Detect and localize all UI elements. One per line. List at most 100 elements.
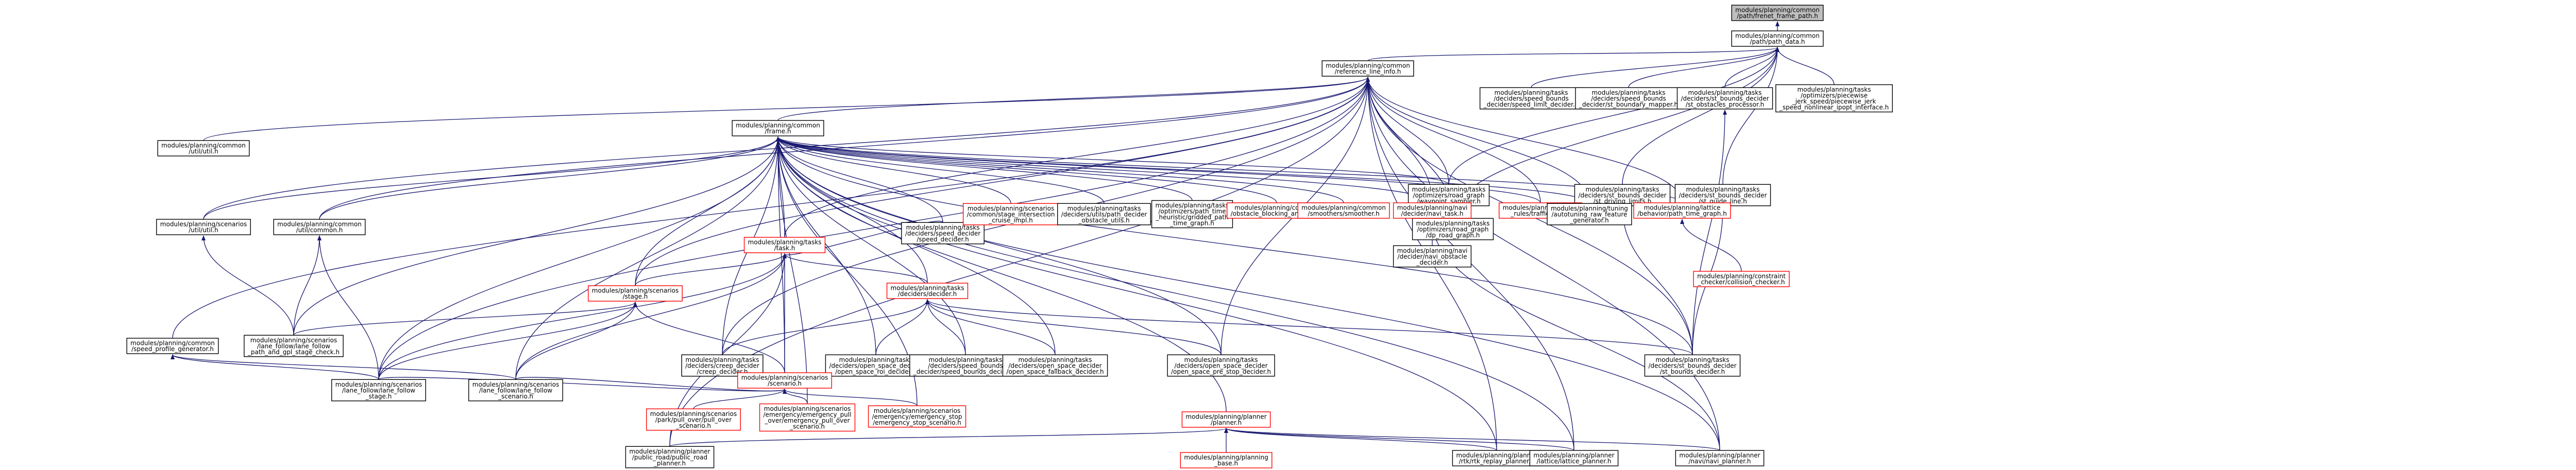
- edge-public-road-planner-to-planner: [669, 428, 1228, 447]
- node-label-line: /public_road/public_road: [632, 454, 707, 461]
- node-label-line: /deciders/open_space_decider: [1174, 362, 1267, 369]
- node-label-line: _decider/speed_limit_decider.h: [1483, 101, 1579, 108]
- node-label-line: /optimizers/road_graph: [1417, 225, 1488, 233]
- node-label-line: /emergency/emergency_pull: [764, 411, 852, 419]
- node-label-line: modules/planning/planner: [1456, 452, 1537, 459]
- file-node-lattice-path-time-graph[interactable]: modules/planning/lattice/behavior/path_t…: [1633, 202, 1731, 219]
- edge-gridded-path-time-graph-to-frame: [776, 136, 1193, 201]
- file-node-dp-road-graph[interactable]: modules/planning/tasks/optimizers/road_g…: [1412, 218, 1494, 240]
- file-node-root: modules/planning/common/path/frenet_fram…: [1731, 5, 1824, 21]
- file-node-st-obstacles-processor[interactable]: modules/planning/tasks/deciders/st_bound…: [1676, 87, 1773, 110]
- file-node-gridded-path-time-graph[interactable]: modules/planning/tasks/optimizers/path_t…: [1151, 200, 1233, 229]
- node-label-line: /behavior/path_time_graph.h: [1637, 210, 1727, 217]
- file-node-decider-utils[interactable]: modules/planning/tasks/deciders/utils/pa…: [1057, 203, 1151, 225]
- file-node-navi-obstacle-decider[interactable]: modules/planning/navi/decider/navi_obsta…: [1393, 245, 1472, 268]
- edge-st-driving-limits-to-path-data: [1622, 47, 1780, 185]
- node-label-line: modules/planning/scenarios: [592, 287, 679, 294]
- node-label-line: _scenario.h: [789, 423, 825, 430]
- node-label-line: modules/planning/common: [1735, 7, 1820, 14]
- file-node-util-common[interactable]: modules/planning/common/util/common.h: [273, 219, 366, 235]
- node-label-line: _decider/st_boundary_mapper.h: [1579, 101, 1678, 108]
- edge-lane-follow-scenario-to-task: [515, 253, 787, 380]
- file-node-public-road-planner[interactable]: modules/planning/planner/public_road/pub…: [625, 446, 715, 468]
- file-node-planning-base[interactable]: modules/planning/planning_base.h: [1180, 452, 1273, 468]
- node-label-line: modules/planning/tasks: [748, 239, 822, 246]
- file-node-reference-line-info[interactable]: modules/planning/common/reference_line_i…: [1321, 60, 1414, 77]
- node-box: [1002, 354, 1108, 377]
- file-node-st-guide-line[interactable]: modules/planning/tasks/deciders/st_bound…: [1674, 184, 1771, 206]
- file-node-speed-limit-decider[interactable]: modules/planning/tasks/deciders/speed_bo…: [1479, 87, 1583, 110]
- node-label-line: modules/planning/tasks: [839, 356, 913, 363]
- file-node-st-bounds-decider[interactable]: modules/planning/tasks/deciders/st_bound…: [1644, 354, 1741, 377]
- file-node-stage[interactable]: modules/planning/scenarios/stage.h: [588, 285, 683, 302]
- file-node-collision-checker[interactable]: modules/planning/constraint_checker/coll…: [1693, 271, 1790, 287]
- node-label-line: /planner.h: [1211, 419, 1242, 426]
- node-box: [588, 285, 683, 302]
- edge-rtk-replay-planner-to-planner: [1224, 428, 1497, 451]
- file-node-rtk-replay-planner[interactable]: modules/planning/planner/rtk/rtk_replay_…: [1452, 450, 1541, 466]
- file-node-decider[interactable]: modules/planning/tasks/deciders/decider.…: [886, 283, 969, 299]
- file-node-st-boundary-mapper[interactable]: modules/planning/tasks/deciders/speed_bo…: [1575, 87, 1682, 110]
- nodes-layer: modules/planning/common/path/frenet_fram…: [126, 5, 1893, 468]
- file-node-feature-generator[interactable]: modules/planning/tuning/autotuning_raw_f…: [1547, 203, 1632, 225]
- node-box: [1408, 184, 1490, 206]
- node-label-line: modules/planning/planner: [629, 448, 710, 455]
- node-box: [1731, 30, 1824, 47]
- edge-collision-checker-to-lattice-path-time-graph: [1680, 219, 1742, 272]
- node-label-line: modules/planning/tasks: [1067, 205, 1141, 212]
- file-node-speed-profile-generator[interactable]: modules/planning/common/speed_profile_ge…: [126, 338, 219, 354]
- node-label-line: _cruise_impl.h: [988, 217, 1033, 224]
- node-box: [1181, 411, 1271, 428]
- node-label-line: modules/planning/tasks: [1495, 89, 1568, 96]
- file-node-stage-intersection-cruise[interactable]: modules/planning/scenarios/common/stage_…: [962, 203, 1059, 225]
- file-node-sc-util[interactable]: modules/planning/scenarios/util/util.h: [156, 219, 251, 235]
- node-label-line: modules/planning/common: [130, 340, 215, 347]
- edge-speed-decider-to-task: [783, 220, 943, 259]
- file-node-task[interactable]: modules/planning/tasks/task.h: [743, 237, 826, 253]
- file-node-speed-decider[interactable]: modules/planning/tasks/deciders/speed_de…: [901, 222, 985, 245]
- file-node-frame[interactable]: modules/planning/common/frame.h: [732, 120, 824, 136]
- node-label-line: /util/common.h: [296, 227, 343, 234]
- node-label-line: /reference_line_info.h: [1335, 68, 1401, 75]
- node-label-line: _generator.h: [1569, 217, 1609, 224]
- edge-task-to-reference-line-info: [784, 77, 1370, 238]
- edge-decider-to-task: [783, 253, 928, 284]
- file-node-smoothers-smoother[interactable]: modules/planning/common/smoothers/smooth…: [1297, 202, 1390, 219]
- node-label-line: /lane_follow/lane_follow: [342, 387, 415, 394]
- file-node-open-space-roi-decider[interactable]: modules/planning/tasks/deciders/open_spa…: [825, 354, 927, 377]
- edge-feature-generator-to-reference-line-info: [1366, 77, 1590, 204]
- node-label-line: /dp_road_graph.h: [1426, 232, 1480, 239]
- file-node-emergency-stop[interactable]: modules/planning/scenarios/emergency/eme…: [868, 405, 967, 428]
- edge-creep-decider-to-decider: [722, 299, 929, 355]
- node-box: [1644, 354, 1741, 377]
- file-node-scenario[interactable]: modules/planning/scenarios/scenario.h: [737, 372, 832, 389]
- file-node-lattice-planner[interactable]: modules/planning/planner/lattice/lattice…: [1529, 450, 1619, 466]
- file-node-pull-over-scenario[interactable]: modules/planning/scenarios/park/pull_ove…: [646, 408, 741, 431]
- node-label-line: /path/path_data.h: [1750, 38, 1805, 45]
- edge-waypoint-sampler-to-path-data: [1448, 47, 1780, 185]
- file-node-navi-task[interactable]: modules/planning/navi/decider/navi_task.…: [1393, 202, 1472, 219]
- edge-lane-follow-stage-to-task: [378, 253, 787, 380]
- file-node-path-data[interactable]: modules/planning/common/path/path_data.h: [1731, 30, 1824, 47]
- file-node-emergency-pull-over[interactable]: modules/planning/scenarios/emergency/eme…: [759, 403, 856, 432]
- node-label-line: /common/stage_intersection: [967, 211, 1055, 218]
- file-node-planner[interactable]: modules/planning/planner/planner.h: [1181, 411, 1271, 428]
- file-node-util-util[interactable]: modules/planning/common/util/util.h: [157, 140, 250, 156]
- file-node-st-driving-limits[interactable]: modules/planning/tasks/deciders/st_bound…: [1574, 184, 1671, 206]
- file-node-waypoint-sampler[interactable]: modules/planning/tasks/optimizers/road_g…: [1408, 184, 1490, 206]
- file-node-navi-planner[interactable]: modules/planning/planner/navi/navi_plann…: [1675, 450, 1765, 466]
- edge-rtk-replay-planner-to-frame: [776, 136, 1497, 451]
- node-box: [1676, 87, 1773, 110]
- node-box: [1167, 354, 1275, 377]
- edge-navi-task-to-frame: [776, 136, 1433, 203]
- file-node-open-space-fallback-decider[interactable]: modules/planning/tasks/deciders/open_spa…: [1002, 354, 1108, 377]
- file-node-lane-follow-scenario[interactable]: modules/planning/scenarios/lane_follow/l…: [468, 379, 563, 402]
- file-node-lane-follow-stage[interactable]: modules/planning/scenarios/lane_follow/l…: [331, 379, 426, 402]
- file-node-path-and-gpl-check[interactable]: modules/planning/scenarios/lane_follow/l…: [244, 335, 344, 357]
- file-node-piecewise-jerk-nonlinear[interactable]: modules/planning/tasks/optimizers/piecew…: [1775, 84, 1893, 113]
- file-node-open-space-pre-stop-decider[interactable]: modules/planning/tasks/deciders/open_spa…: [1167, 354, 1275, 377]
- edge-lane-follow-stage-to-frame: [378, 136, 780, 380]
- node-box: [156, 219, 251, 235]
- node-label-line: /speed_decider.h: [917, 236, 969, 243]
- node-label-line: /optimizers/road_graph: [1413, 192, 1484, 199]
